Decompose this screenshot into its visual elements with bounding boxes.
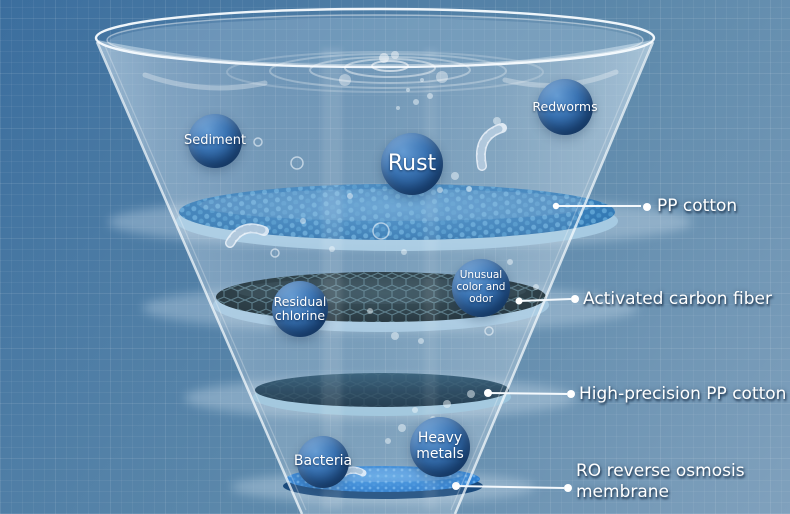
contaminant-bubble-unusual-color-odor: Unusual color and odor (452, 259, 510, 317)
connector-high-precision (484, 389, 575, 398)
contaminant-bubble-rust: Rust (381, 133, 443, 195)
layer-label-high-precision-pp-cotton: High-precision PP cotton (579, 384, 787, 404)
contaminant-label: Redworms (532, 99, 598, 114)
particle-bubbles (253, 78, 539, 450)
contaminant-bubble-heavy-metals: Heavy metals (410, 417, 470, 477)
pp-cotton-disc (176, 184, 618, 251)
layer-label-activated-carbon-fiber: Activated carbon fiber (583, 289, 772, 309)
layer-label-pp-cotton: PP cotton (657, 196, 738, 216)
contaminant-label: Sediment (183, 132, 247, 148)
contaminant-label: Residual chlorine (273, 294, 327, 323)
layer-label-ro-reverse-osmosis-membrane: RO reverse osmosis membrane (576, 461, 745, 502)
contaminant-label: Rust (387, 150, 437, 176)
contaminant-bubble-residual-chlorine: Residual chlorine (272, 281, 328, 337)
worm-icon (476, 123, 507, 171)
contaminant-bubble-redworms: Redworms (532, 79, 598, 135)
contaminant-bubble-sediment: Sediment (184, 114, 246, 168)
worm-icon (225, 223, 269, 248)
contaminant-label: Unusual color and odor (456, 269, 506, 305)
contaminant-label: Bacteria (293, 453, 353, 470)
funnel-glass-overlay (94, 7, 656, 514)
connector-activated-carbon (515, 295, 579, 305)
contaminant-bubble-bacteria: Bacteria (293, 436, 353, 488)
connector-ro-membrane (452, 482, 572, 492)
connector-pp-cotton (552, 202, 651, 211)
contaminant-label: Heavy metals (416, 430, 464, 462)
high-precision-pp-disc (253, 373, 511, 416)
label-connectors (452, 202, 651, 492)
